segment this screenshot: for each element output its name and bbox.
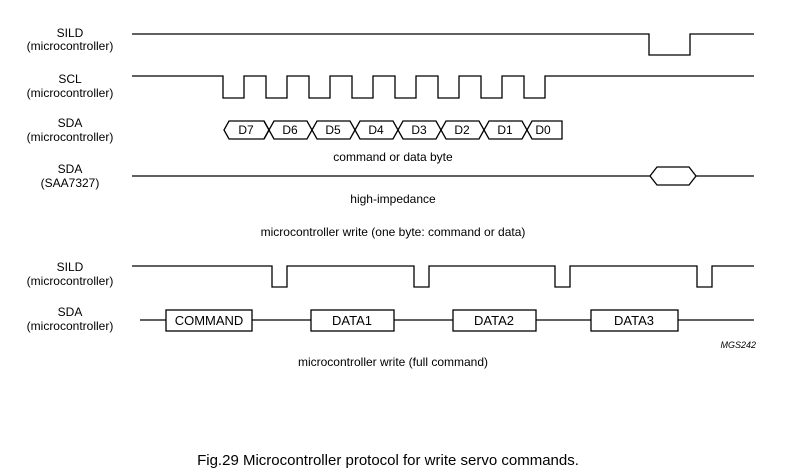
sda1-source-label: (microcontroller) (27, 130, 114, 144)
sda2-name-label: SDA (58, 305, 83, 319)
bit-label-d3: D3 (411, 123, 427, 137)
scl-waveform (132, 75, 754, 99)
bit-label-d2: D2 (454, 123, 470, 137)
sild2-source-label: (microcontroller) (27, 274, 114, 288)
bit-label-d4: D4 (368, 123, 384, 137)
sild1-source-label: (microcontroller) (27, 39, 114, 53)
one-byte-write-title: microcontroller write (one byte: command… (261, 225, 526, 239)
sild2-waveform (132, 265, 754, 288)
bit-cell-d0 (526, 120, 563, 140)
command-box-label: COMMAND (175, 313, 244, 328)
scl-name-label: SCL (58, 72, 82, 86)
data1-box-label: DATA1 (332, 313, 372, 328)
data2-box (452, 309, 537, 332)
sda-saa-ack-cell (649, 166, 697, 186)
figure-code: MGS242 (720, 340, 756, 350)
figure-caption: Fig.29 Microcontroller protocol for writ… (197, 452, 579, 469)
data1-box (310, 309, 395, 332)
sild2-name-label: SILD (57, 260, 84, 274)
bit-label-d0: D0 (535, 123, 551, 137)
bit-label-d6: D6 (282, 123, 298, 137)
sda-saa-name-label: SDA (58, 162, 83, 176)
sda1-bit-labels: D7 D6 D5 D4 D3 D2 D1 D0 (238, 123, 551, 137)
scl-source-label: (microcontroller) (27, 86, 114, 100)
data3-box-label: DATA3 (614, 313, 654, 328)
data3-box (590, 309, 679, 332)
sda1-bit-cells (223, 120, 563, 140)
byte-note: command or data byte (333, 150, 453, 164)
full-command-write-title: microcontroller write (full command) (298, 355, 488, 369)
sda-saa-source-label: (SAA7327) (41, 176, 100, 190)
bit-label-d1: D1 (497, 123, 513, 137)
sild1-name-label: SILD (57, 26, 84, 40)
sda2-source-label: (microcontroller) (27, 319, 114, 333)
bit-label-d5: D5 (325, 123, 341, 137)
sild1-waveform (132, 33, 754, 56)
bit-label-d7: D7 (238, 123, 254, 137)
command-box (165, 309, 253, 332)
high-impedance-note: high-impedance (350, 192, 436, 206)
sda1-name-label: SDA (58, 116, 83, 130)
data2-box-label: DATA2 (474, 313, 514, 328)
